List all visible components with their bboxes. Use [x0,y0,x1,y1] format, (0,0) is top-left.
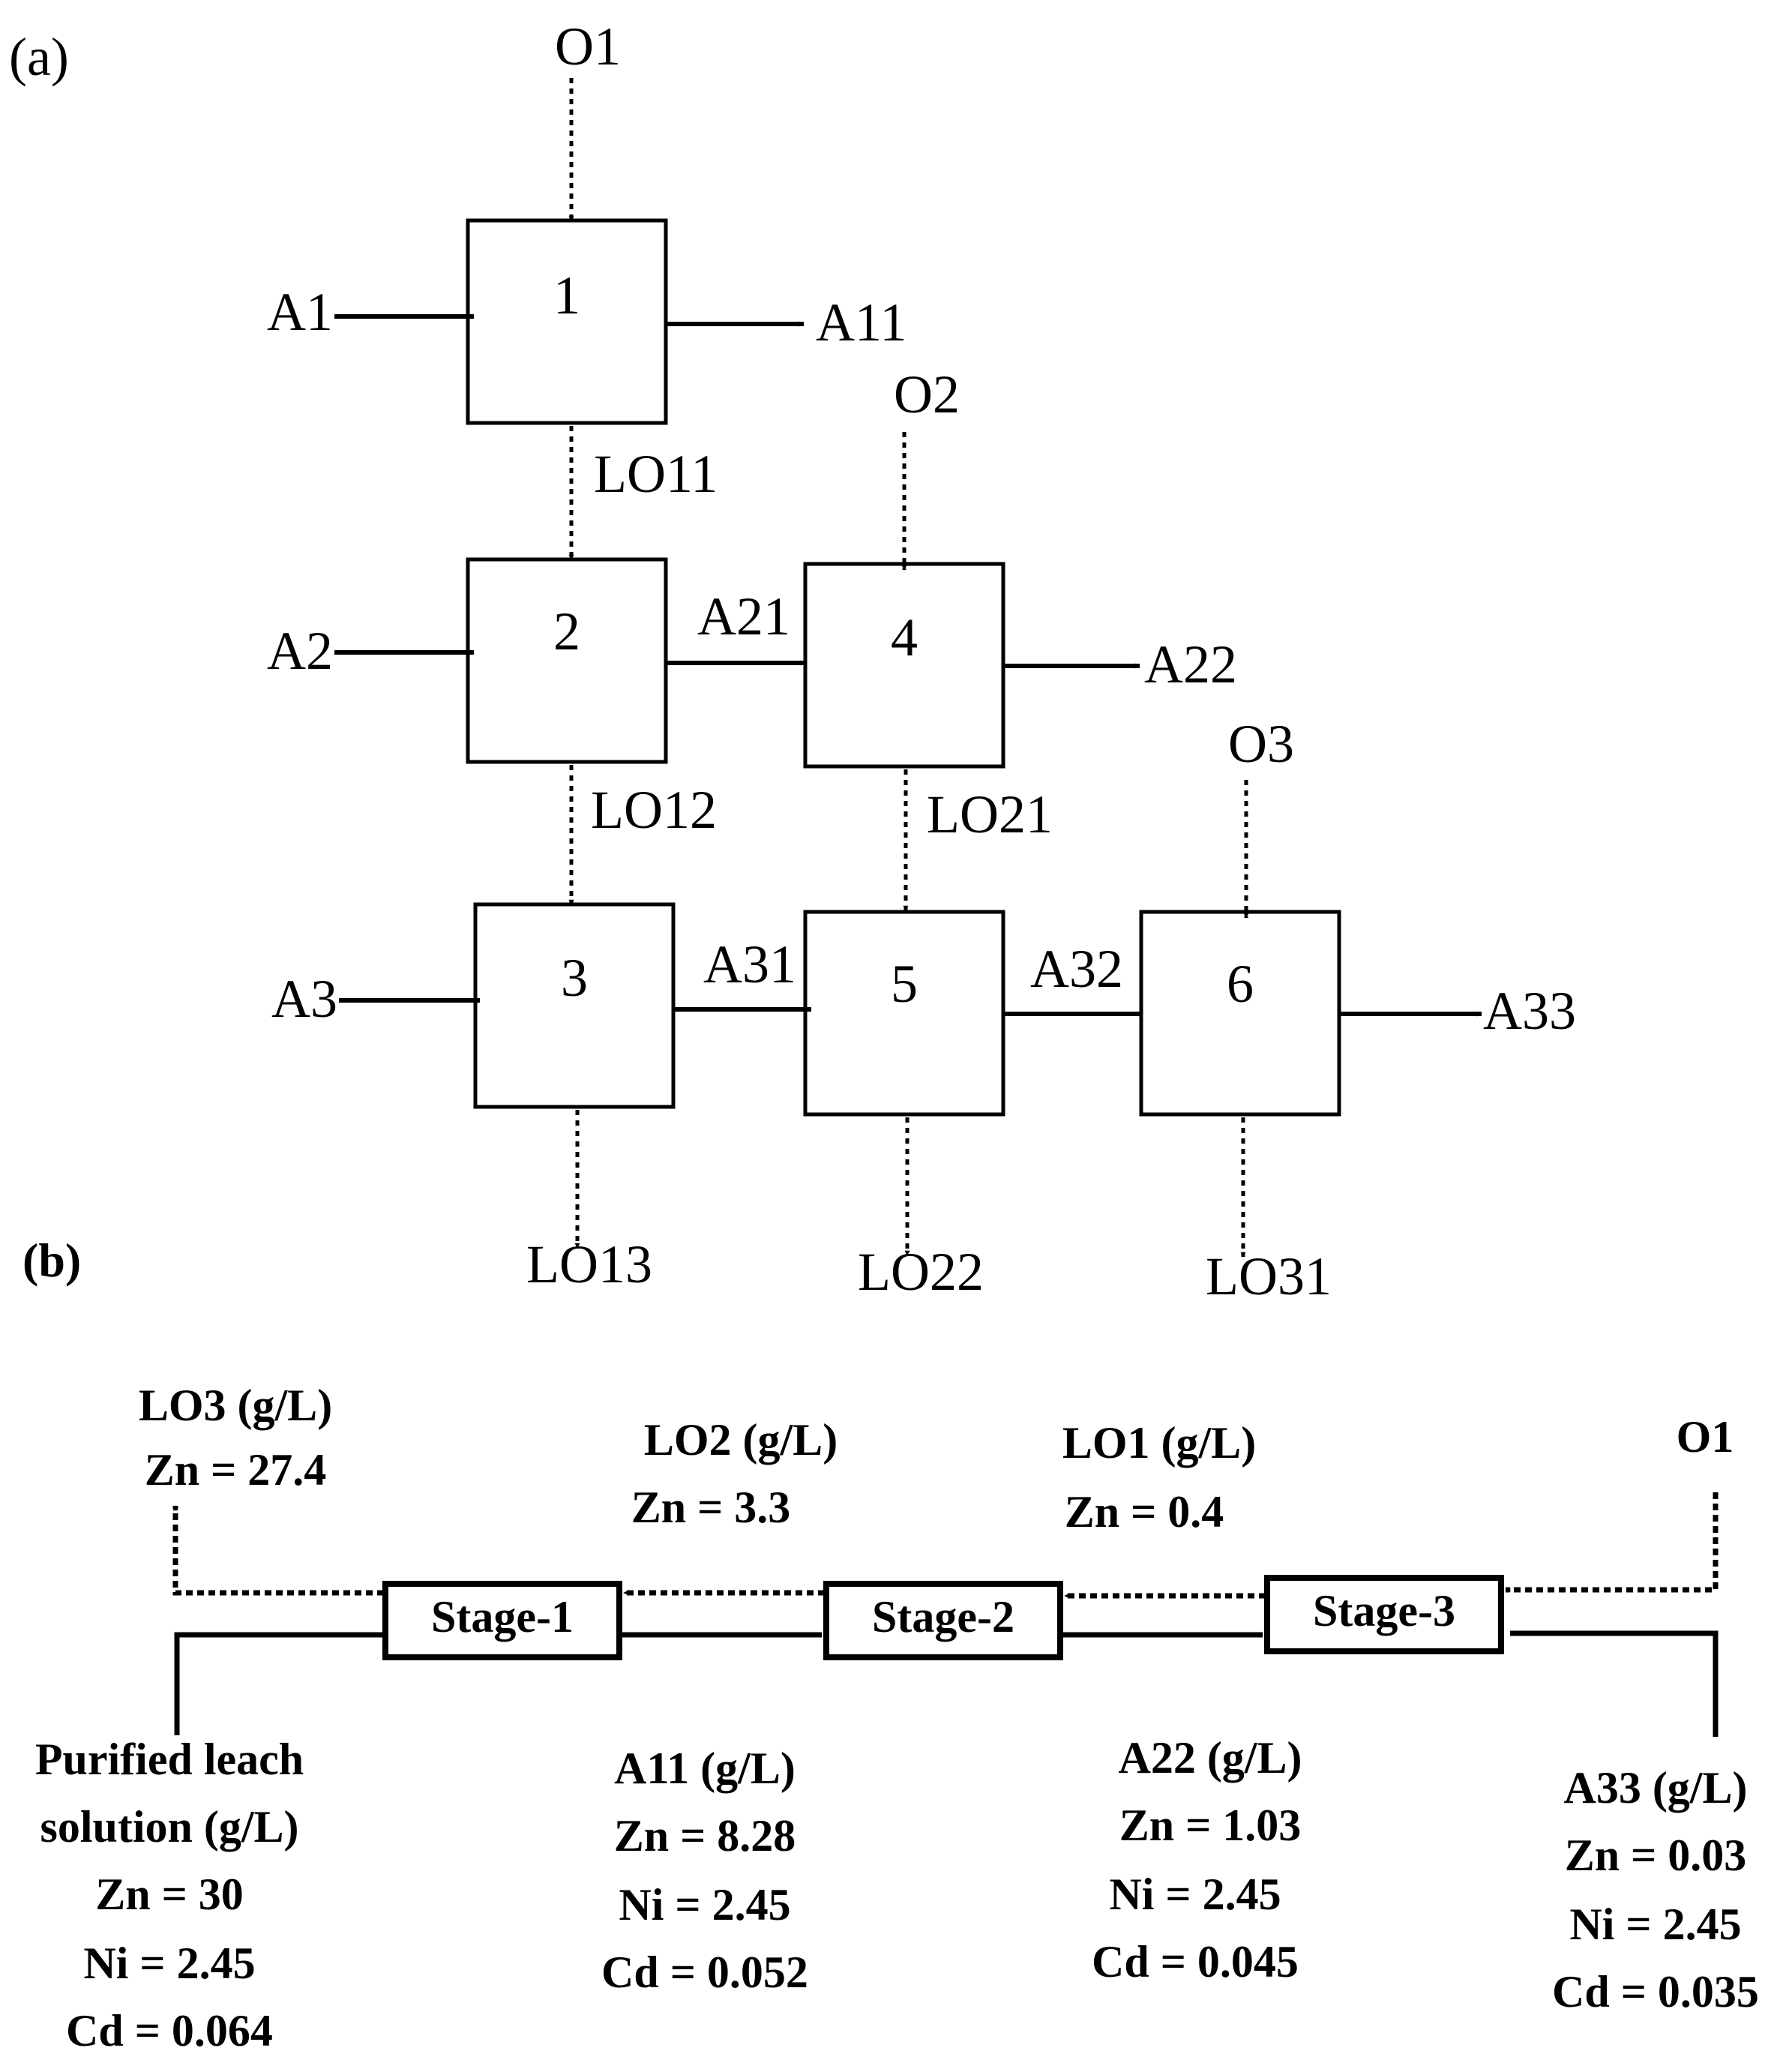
lo3-title: LO3 (g/L) [139,1381,332,1430]
loaded-organic-arrow [172,1505,384,1596]
label-lo13: LO13 [526,1234,652,1294]
organic-flow-b [172,1492,1719,1599]
label-a3: A3 [271,969,337,1029]
organic-feed-arrow [1505,1492,1719,1593]
stage-3-label: Stage-3 [1313,1586,1455,1636]
stage-boxes-b [382,1575,1504,1660]
label-a21: A21 [697,586,790,646]
a33-ni: Ni = 2.45 [1569,1900,1741,1949]
label-o3: O3 [1228,714,1294,774]
stage-3-box [1264,1575,1504,1654]
feed-ni: Ni = 2.45 [83,1939,255,1988]
label-a32: A32 [1030,939,1123,999]
label-a1: A1 [267,282,333,342]
aqueous-flow-b [174,1630,1719,1738]
feed-block: Purified leach solution (g/L) Zn = 30 Ni… [35,1735,304,2056]
label-lo11: LO11 [594,444,718,504]
label-a22: A22 [1144,634,1237,694]
a33-cd: Cd = 0.035 [1552,1967,1759,2017]
a33-block: A33 (g/L) Zn = 0.03 Ni = 2.45 Cd = 0.035 [1552,1763,1759,2017]
lo2-zn: Zn = 3.3 [631,1483,791,1532]
label-lo22: LO22 [858,1242,984,1302]
lo1-zn: Zn = 0.4 [1065,1487,1224,1537]
feed-line-1: Purified leach [35,1735,304,1784]
a22-title: A22 (g/L) [1119,1733,1302,1783]
label-a33: A33 [1483,981,1576,1041]
panel-a-label: (a) [9,27,69,87]
a22-ni: Ni = 2.45 [1109,1870,1281,1919]
box-5 [803,910,1005,1117]
a22-zn: Zn = 1.03 [1119,1801,1302,1850]
box-1 [466,218,668,425]
a11-block: A11 (g/L) Zn = 8.28 Ni = 2.45 Cd = 0.052 [601,1744,808,1997]
a22-cd: Cd = 0.045 [1092,1937,1299,1987]
feed-cd: Cd = 0.064 [66,2006,273,2056]
label-lo21: LO21 [927,784,1053,844]
label-lo12: LO12 [591,780,717,840]
a11-cd: Cd = 0.052 [601,1948,808,1997]
label-a31: A31 [703,934,796,994]
lo1-block: LO1 (g/L) Zn = 0.4 [1062,1418,1256,1537]
box-4-label: 4 [891,607,918,667]
box-3-label: 3 [561,948,588,1008]
feed-line-2: solution (g/L) [40,1802,298,1852]
label-lo31: LO31 [1206,1246,1332,1306]
panel-b-label: (b) [22,1234,81,1287]
lo2-title: LO2 (g/L) [644,1415,838,1465]
label-a2: A2 [267,621,333,681]
stage-1-box [382,1581,622,1660]
box-5-label: 5 [891,954,918,1014]
a33-title: A33 (g/L) [1564,1763,1748,1813]
raffinate-arrow [1510,1630,1719,1738]
lo3-block: LO3 (g/L) Zn = 27.4 [139,1381,332,1495]
box-3 [473,902,676,1109]
a33-zn: Zn = 0.03 [1565,1831,1747,1880]
a11-title: A11 (g/L) [614,1744,796,1793]
stage-2-box [823,1581,1063,1660]
box-6-label: 6 [1227,954,1254,1014]
a11-ni: Ni = 2.45 [619,1880,790,1930]
lo3-zn: Zn = 27.4 [145,1445,327,1495]
box-1-label: 1 [553,265,580,325]
organic-arrows-a [568,78,1249,1258]
a22-block: A22 (g/L) Zn = 1.03 Ni = 2.45 Cd = 0.045 [1092,1733,1302,1987]
label-o1-b: O1 [1677,1412,1734,1462]
stage-2-label: Stage-2 [872,1592,1014,1642]
lo2-block: LO2 (g/L) Zn = 3.3 [631,1415,838,1532]
stage-1-label: Stage-1 [431,1592,574,1642]
label-o1: O1 [555,16,621,76]
lo1-title: LO1 (g/L) [1062,1418,1256,1468]
feed-arrow [174,1632,383,1735]
aqueous-arrows-a [334,313,1482,1017]
label-a11: A11 [816,292,906,352]
feed-zn: Zn = 30 [95,1870,244,1919]
box-2-label: 2 [553,601,580,661]
label-o2: O2 [894,364,960,424]
box-2 [466,557,668,764]
a11-zn: Zn = 8.28 [614,1811,796,1861]
